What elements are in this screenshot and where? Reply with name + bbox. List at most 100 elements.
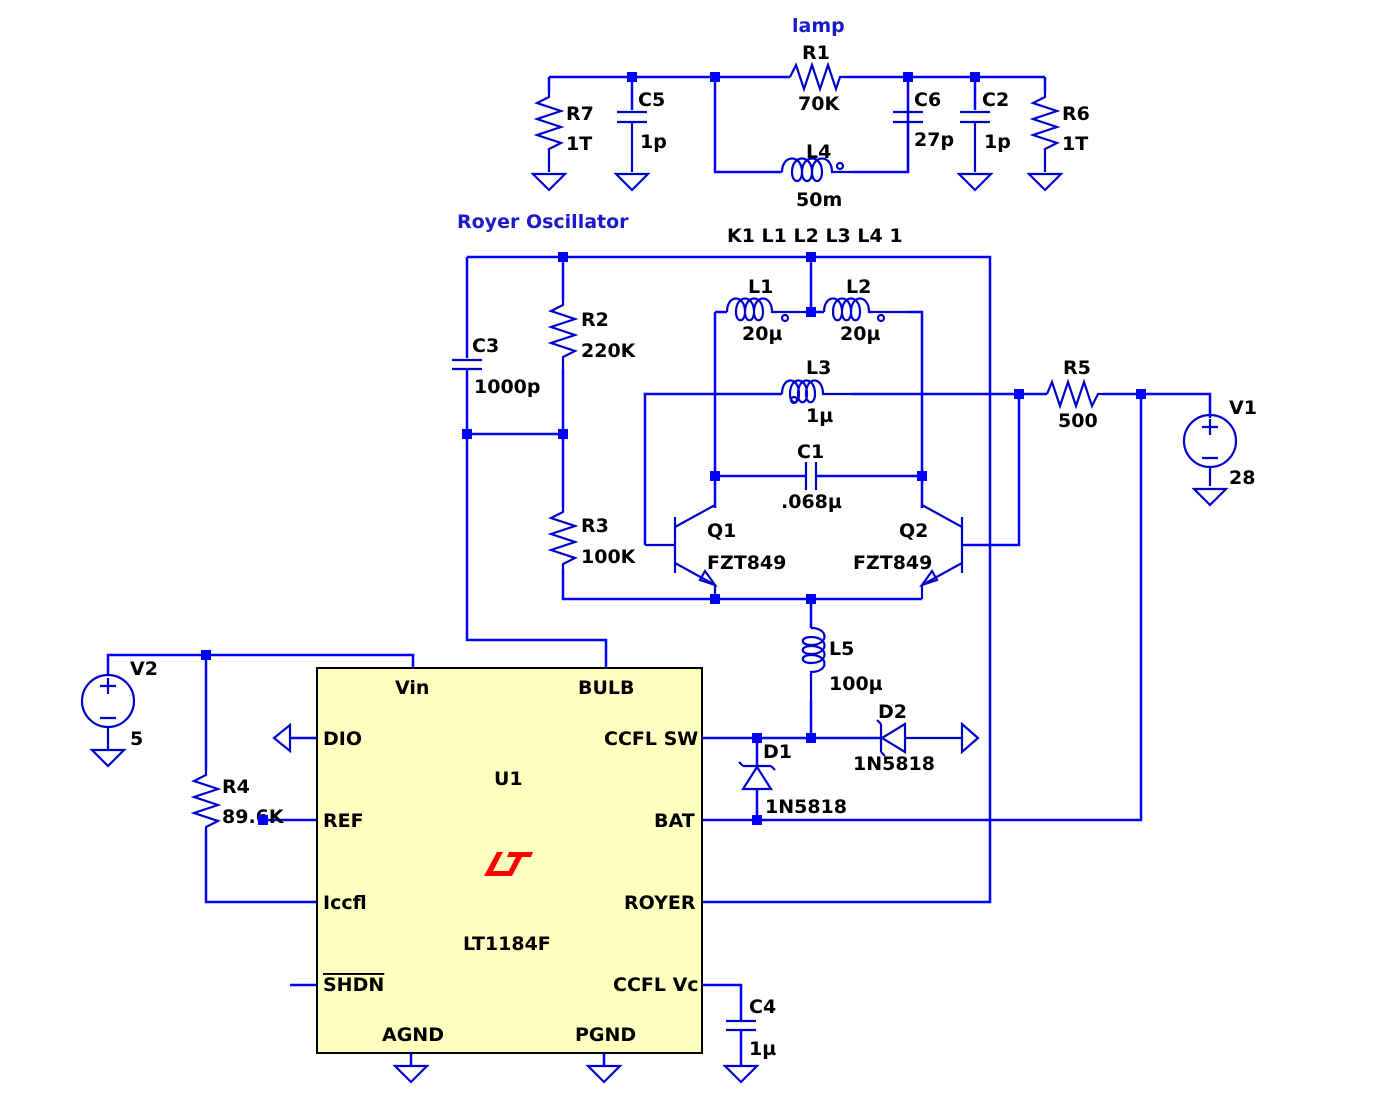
inductor-l1[interactable] bbox=[725, 297, 811, 322]
r5-value: 500 bbox=[1058, 410, 1098, 432]
r3-value: 100K bbox=[581, 546, 637, 568]
l3-wire bbox=[643, 392, 1021, 547]
pin-ccfl-sw: CCFL SW bbox=[604, 728, 698, 750]
ic-ground-wires bbox=[409, 1053, 606, 1066]
ic-ref: U1 bbox=[494, 768, 523, 790]
c2-value: 1p bbox=[984, 131, 1011, 153]
ic-u1[interactable] bbox=[316, 667, 703, 1054]
controller-section: V2 5 R4 89.6K Vin BULB DIO CCFL SW U1 RE… bbox=[80, 650, 980, 1084]
ic-part: LT1184F bbox=[463, 933, 551, 955]
c3-value: 1000p bbox=[474, 376, 540, 398]
c3-wire bbox=[465, 257, 608, 668]
c6-ref: C6 bbox=[914, 89, 941, 111]
l1-value: 20µ bbox=[742, 323, 782, 345]
r2-value: 220K bbox=[581, 340, 637, 362]
voltage-source-v2[interactable] bbox=[80, 673, 136, 749]
ground-icon bbox=[1191, 487, 1229, 507]
pin-iccfl: Iccfl bbox=[323, 892, 367, 914]
d1-ref: D1 bbox=[763, 741, 792, 763]
resistor-r2[interactable] bbox=[547, 300, 579, 370]
pin-bat: BAT bbox=[654, 810, 695, 832]
pin-ccfl-vc: CCFL Vc bbox=[613, 974, 699, 996]
d1-value: 1N5818 bbox=[765, 796, 847, 818]
c1-ref: C1 bbox=[797, 441, 824, 463]
r7-value: 1T bbox=[566, 133, 592, 155]
ground-icon bbox=[392, 1064, 430, 1084]
resistor-r3[interactable] bbox=[547, 507, 579, 570]
inductor-l4[interactable] bbox=[780, 157, 852, 183]
lamp-label: lamp bbox=[792, 15, 845, 37]
pin-ref: REF bbox=[323, 810, 364, 832]
r6-value: 1T bbox=[1062, 133, 1088, 155]
v1-value: 28 bbox=[1229, 467, 1255, 489]
pin-pgnd: PGND bbox=[575, 1024, 636, 1046]
l1-ref: L1 bbox=[748, 276, 773, 298]
lamp-section: lamp R1 70K R7 1T C5 1p L4 50m C6 27p C2… bbox=[530, 15, 1090, 211]
lamp-wires bbox=[547, 77, 1047, 174]
r1-ref: R1 bbox=[802, 42, 830, 64]
capacitor-c5[interactable] bbox=[617, 110, 647, 172]
r4-value: 89.6K bbox=[222, 806, 285, 828]
l5-value: 100µ bbox=[829, 673, 883, 695]
coupling-directive: K1 L1 L2 L3 L4 1 bbox=[727, 225, 903, 247]
ground-icon bbox=[722, 1064, 760, 1084]
c2-ref: C2 bbox=[982, 89, 1009, 111]
inductor-l2[interactable] bbox=[822, 297, 910, 322]
ground-icon bbox=[89, 748, 127, 768]
ground-icon bbox=[585, 1064, 623, 1084]
resistor-r4[interactable] bbox=[190, 770, 222, 830]
r7-ref: R7 bbox=[566, 103, 594, 125]
linear-technology-logo-icon bbox=[484, 852, 533, 876]
q1-value: FZT849 bbox=[707, 552, 786, 574]
resistor-r6[interactable] bbox=[1029, 92, 1061, 172]
capacitor-c3[interactable] bbox=[452, 358, 482, 371]
c5-value: 1p bbox=[640, 131, 667, 153]
l4-value: 50m bbox=[796, 189, 842, 211]
r2-ref: R2 bbox=[581, 309, 609, 331]
resistor-r5[interactable] bbox=[1045, 378, 1103, 410]
pin-agnd: AGND bbox=[382, 1024, 444, 1046]
capacitor-c2[interactable] bbox=[960, 110, 990, 172]
transistor-q1[interactable] bbox=[645, 503, 718, 599]
l3-ref: L3 bbox=[806, 357, 831, 379]
polarity-dot-icon bbox=[780, 313, 790, 323]
resistor-r7[interactable] bbox=[533, 92, 565, 172]
c6-value: 27p bbox=[914, 129, 954, 151]
v2-ref: V2 bbox=[130, 658, 158, 680]
resistor-r1[interactable] bbox=[789, 61, 845, 93]
inductor-l3[interactable] bbox=[780, 379, 852, 404]
ground-icon bbox=[956, 172, 994, 192]
royer-section: Royer Oscillator K1 L1 L2 L3 L4 1 C3 100… bbox=[452, 211, 1257, 904]
ground-icon bbox=[1026, 172, 1064, 192]
ground-icon bbox=[530, 172, 568, 192]
diode-d2[interactable] bbox=[876, 719, 962, 757]
transistor-q2[interactable] bbox=[919, 503, 966, 599]
capacitor-c1[interactable] bbox=[804, 462, 818, 490]
voltage-source-v1[interactable] bbox=[1182, 413, 1238, 486]
c1-value: .068µ bbox=[781, 491, 842, 513]
port-arrow-icon bbox=[960, 721, 980, 755]
l5-ref: L5 bbox=[829, 638, 854, 660]
c3-ref: C3 bbox=[472, 335, 499, 357]
v2-wire bbox=[106, 653, 415, 904]
pin-shdn: SHDN bbox=[323, 974, 384, 996]
r1-value: 70K bbox=[798, 93, 840, 115]
capacitor-c6[interactable] bbox=[893, 110, 923, 172]
c4-ref: C4 bbox=[749, 996, 776, 1018]
q2-value: FZT849 bbox=[853, 552, 932, 574]
diode-d1[interactable] bbox=[738, 761, 776, 791]
polarity-dot-icon bbox=[835, 161, 845, 171]
d2-value: 1N5818 bbox=[853, 753, 935, 775]
inductor-l5[interactable] bbox=[801, 626, 826, 700]
l2-value: 20µ bbox=[840, 323, 880, 345]
c5-ref: C5 bbox=[638, 89, 665, 111]
pin-dio: DIO bbox=[323, 728, 362, 750]
q1-ref: Q1 bbox=[707, 520, 736, 542]
capacitor-c4[interactable] bbox=[726, 1019, 756, 1032]
pin-royer: ROYER bbox=[624, 892, 696, 914]
l2-ref: L2 bbox=[846, 276, 871, 298]
r4-ref: R4 bbox=[222, 776, 250, 798]
v2-value: 5 bbox=[130, 728, 143, 750]
v1-ref: V1 bbox=[1229, 397, 1257, 419]
r5-ref: R5 bbox=[1063, 357, 1091, 379]
